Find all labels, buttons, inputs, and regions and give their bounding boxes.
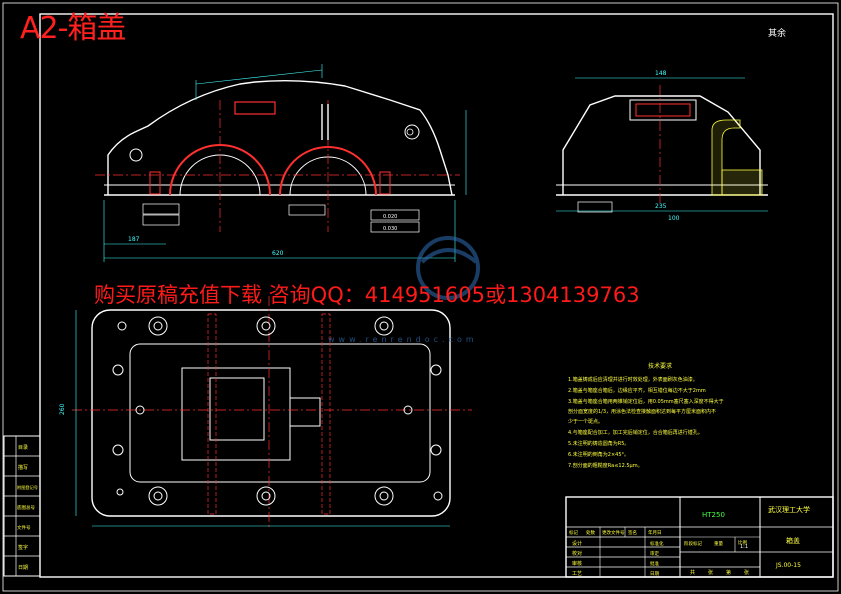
left-strip-cell-1: 目录 bbox=[18, 444, 28, 451]
left-strip-cell-5: 文件号 bbox=[17, 524, 31, 531]
side-view-base-dim: 235 bbox=[655, 203, 667, 210]
title-block-stage-3: 比例 bbox=[738, 539, 747, 546]
tech-req-item-5: 少于一个斑点。 bbox=[568, 418, 603, 425]
sheet-inner-border bbox=[39, 13, 834, 578]
tech-req-item-4: 剖分面宽度的1/3，用涂色法检查接触面积达到每平方厘米面积内不 bbox=[568, 408, 716, 415]
left-binding-strip bbox=[3, 435, 41, 577]
title-block-stage-2: 重量 bbox=[714, 540, 723, 547]
side-view-bottom-dim: 100 bbox=[668, 215, 680, 222]
title-block-approve-1: 标准化 bbox=[650, 540, 664, 547]
tech-req-item-6: 4.与箱座配合加工，加工完后销定位，合合箱后再进行镗孔。 bbox=[568, 429, 703, 436]
left-strip-cell-6: 签字 bbox=[18, 544, 28, 551]
title-block-footer-3: 第 bbox=[726, 569, 731, 576]
watermark-contact-text: 购买原稿充值下载 咨询QQ：414951605或1304139763 bbox=[94, 283, 640, 307]
technical-requirements: 技术要求 1.箱盖铸成后应清理并进行时效处理，外表面刷灰色油漆。 2.箱盖与箱座… bbox=[568, 362, 724, 469]
side-view bbox=[556, 77, 768, 213]
title-block-header-4: 签名 bbox=[628, 529, 637, 536]
title-block-footer-2: 张 bbox=[708, 569, 713, 576]
tech-req-title: 技术要求 bbox=[648, 362, 672, 370]
title-block-row-4: 工艺 bbox=[572, 571, 582, 577]
front-view bbox=[95, 64, 467, 262]
plan-view-height-dim: 260 bbox=[59, 403, 66, 415]
title-block-header-5: 年月日 bbox=[648, 529, 662, 536]
title-block-header-2: 处数 bbox=[586, 529, 595, 536]
left-strip-cell-2: 描写 bbox=[18, 464, 28, 471]
title-block-footer-1: 共 bbox=[690, 569, 695, 576]
tech-req-item-3: 3.箱盖与箱座合箱用两锥销定位后，用0.05mm塞尺塞入深度不得大于 bbox=[568, 398, 724, 405]
roughness-note: 其余 bbox=[768, 29, 787, 39]
front-view-half-dim: 187 bbox=[128, 236, 140, 243]
title-block-school: 武汉理工大学 bbox=[768, 505, 810, 514]
watermark-logo bbox=[416, 236, 480, 300]
side-view-width-dim: 148 bbox=[655, 70, 667, 77]
title-block-header-3: 更改文件号 bbox=[602, 529, 625, 536]
left-strip-cell-3: 附图登记号 bbox=[17, 484, 38, 491]
left-strip-cell-7: 日期 bbox=[18, 565, 28, 571]
tolerance-value-1: 0.020 bbox=[383, 214, 397, 220]
title-block-part-name: 箱盖 bbox=[786, 536, 800, 545]
title-block-stage-1: 阶段标记 bbox=[684, 540, 702, 547]
title-block-scale: 1:1 bbox=[740, 544, 748, 550]
title-block bbox=[565, 496, 834, 578]
title-block-footer-4: 张 bbox=[744, 569, 749, 576]
title-block-approve-4: 日期 bbox=[650, 571, 659, 577]
title-block-row-1: 设计 bbox=[572, 540, 582, 547]
title-block-header-1: 标记 bbox=[569, 529, 578, 536]
tech-req-item-9: 7.剖分面的粗糙度Ra≤12.5μm。 bbox=[568, 462, 643, 469]
watermark-logo-url: www.renrendoc.com bbox=[328, 335, 478, 344]
title-block-row-2: 校对 bbox=[572, 550, 582, 557]
tech-req-item-8: 6.未注明的倒角为2×45°。 bbox=[568, 451, 629, 458]
sheet-label: A2-箱盖 bbox=[20, 11, 126, 46]
title-block-approve-3: 批准 bbox=[650, 560, 659, 567]
tech-req-item-2: 2.箱盖与箱座合箱后，边缘应平齐，相互错位每边不大于2mm bbox=[568, 387, 706, 394]
title-block-drawing-no: JS.00-15 bbox=[775, 562, 801, 569]
tech-req-item-7: 5.未注明的铸造圆角为R5。 bbox=[568, 440, 629, 447]
tolerance-value-2: 0.030 bbox=[383, 226, 397, 232]
left-strip-cell-4: 底图总号 bbox=[17, 504, 35, 511]
plan-view bbox=[72, 296, 472, 528]
front-view-total-dim: 620 bbox=[272, 250, 284, 257]
title-block-material: HT250 bbox=[702, 511, 725, 519]
title-block-approve-2: 审定 bbox=[650, 550, 659, 557]
title-block-row-3: 审核 bbox=[572, 560, 582, 567]
tech-req-item-1: 1.箱盖铸成后应清理并进行时效处理，外表面刷灰色油漆。 bbox=[568, 376, 698, 383]
